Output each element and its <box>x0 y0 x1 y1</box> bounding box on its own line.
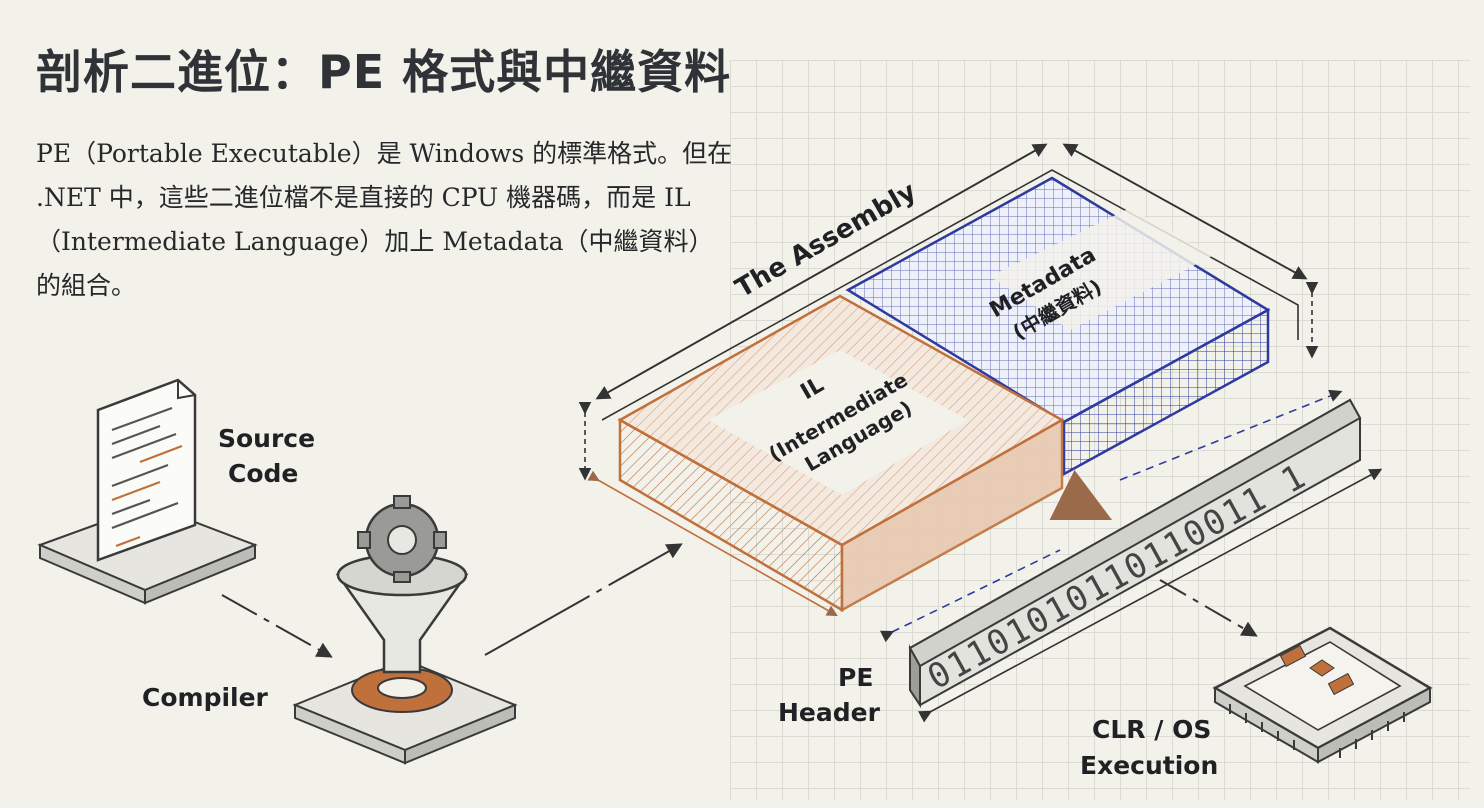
il-width-marker <box>587 470 838 617</box>
page-title: 剖析二進位：PE 格式與中繼資料 <box>36 45 732 99</box>
arrow-source-to-compiler <box>221 594 333 658</box>
cpu-chip-icon <box>1212 626 1433 764</box>
binary-strip <box>908 398 1362 709</box>
compiler-label: Compiler <box>142 683 269 712</box>
assembly-dimension <box>595 143 1308 400</box>
arrow-compiler-to-assembly <box>484 543 683 656</box>
arrow-il-to-binary <box>1049 469 1113 521</box>
clr-label-1: CLR / OS <box>1092 715 1211 744</box>
clr-label-2: Execution <box>1080 751 1218 780</box>
metadata-block <box>845 176 1271 477</box>
pe-header-label-2: Header <box>778 698 881 727</box>
funnel-gear-icon <box>292 495 518 765</box>
source-code-label-1: Source <box>218 424 315 453</box>
source-code-label-2: Code <box>228 459 298 488</box>
arrow-binary-to-cpu <box>1159 579 1258 637</box>
binary-guide-top <box>1119 389 1343 481</box>
pe-header-label-1: PE <box>838 663 873 692</box>
binary-guide-bottom <box>917 468 1383 723</box>
document-icon <box>37 378 258 605</box>
description-text: PE（Portable Executable）是 Windows 的標準格式。但… <box>36 139 733 300</box>
